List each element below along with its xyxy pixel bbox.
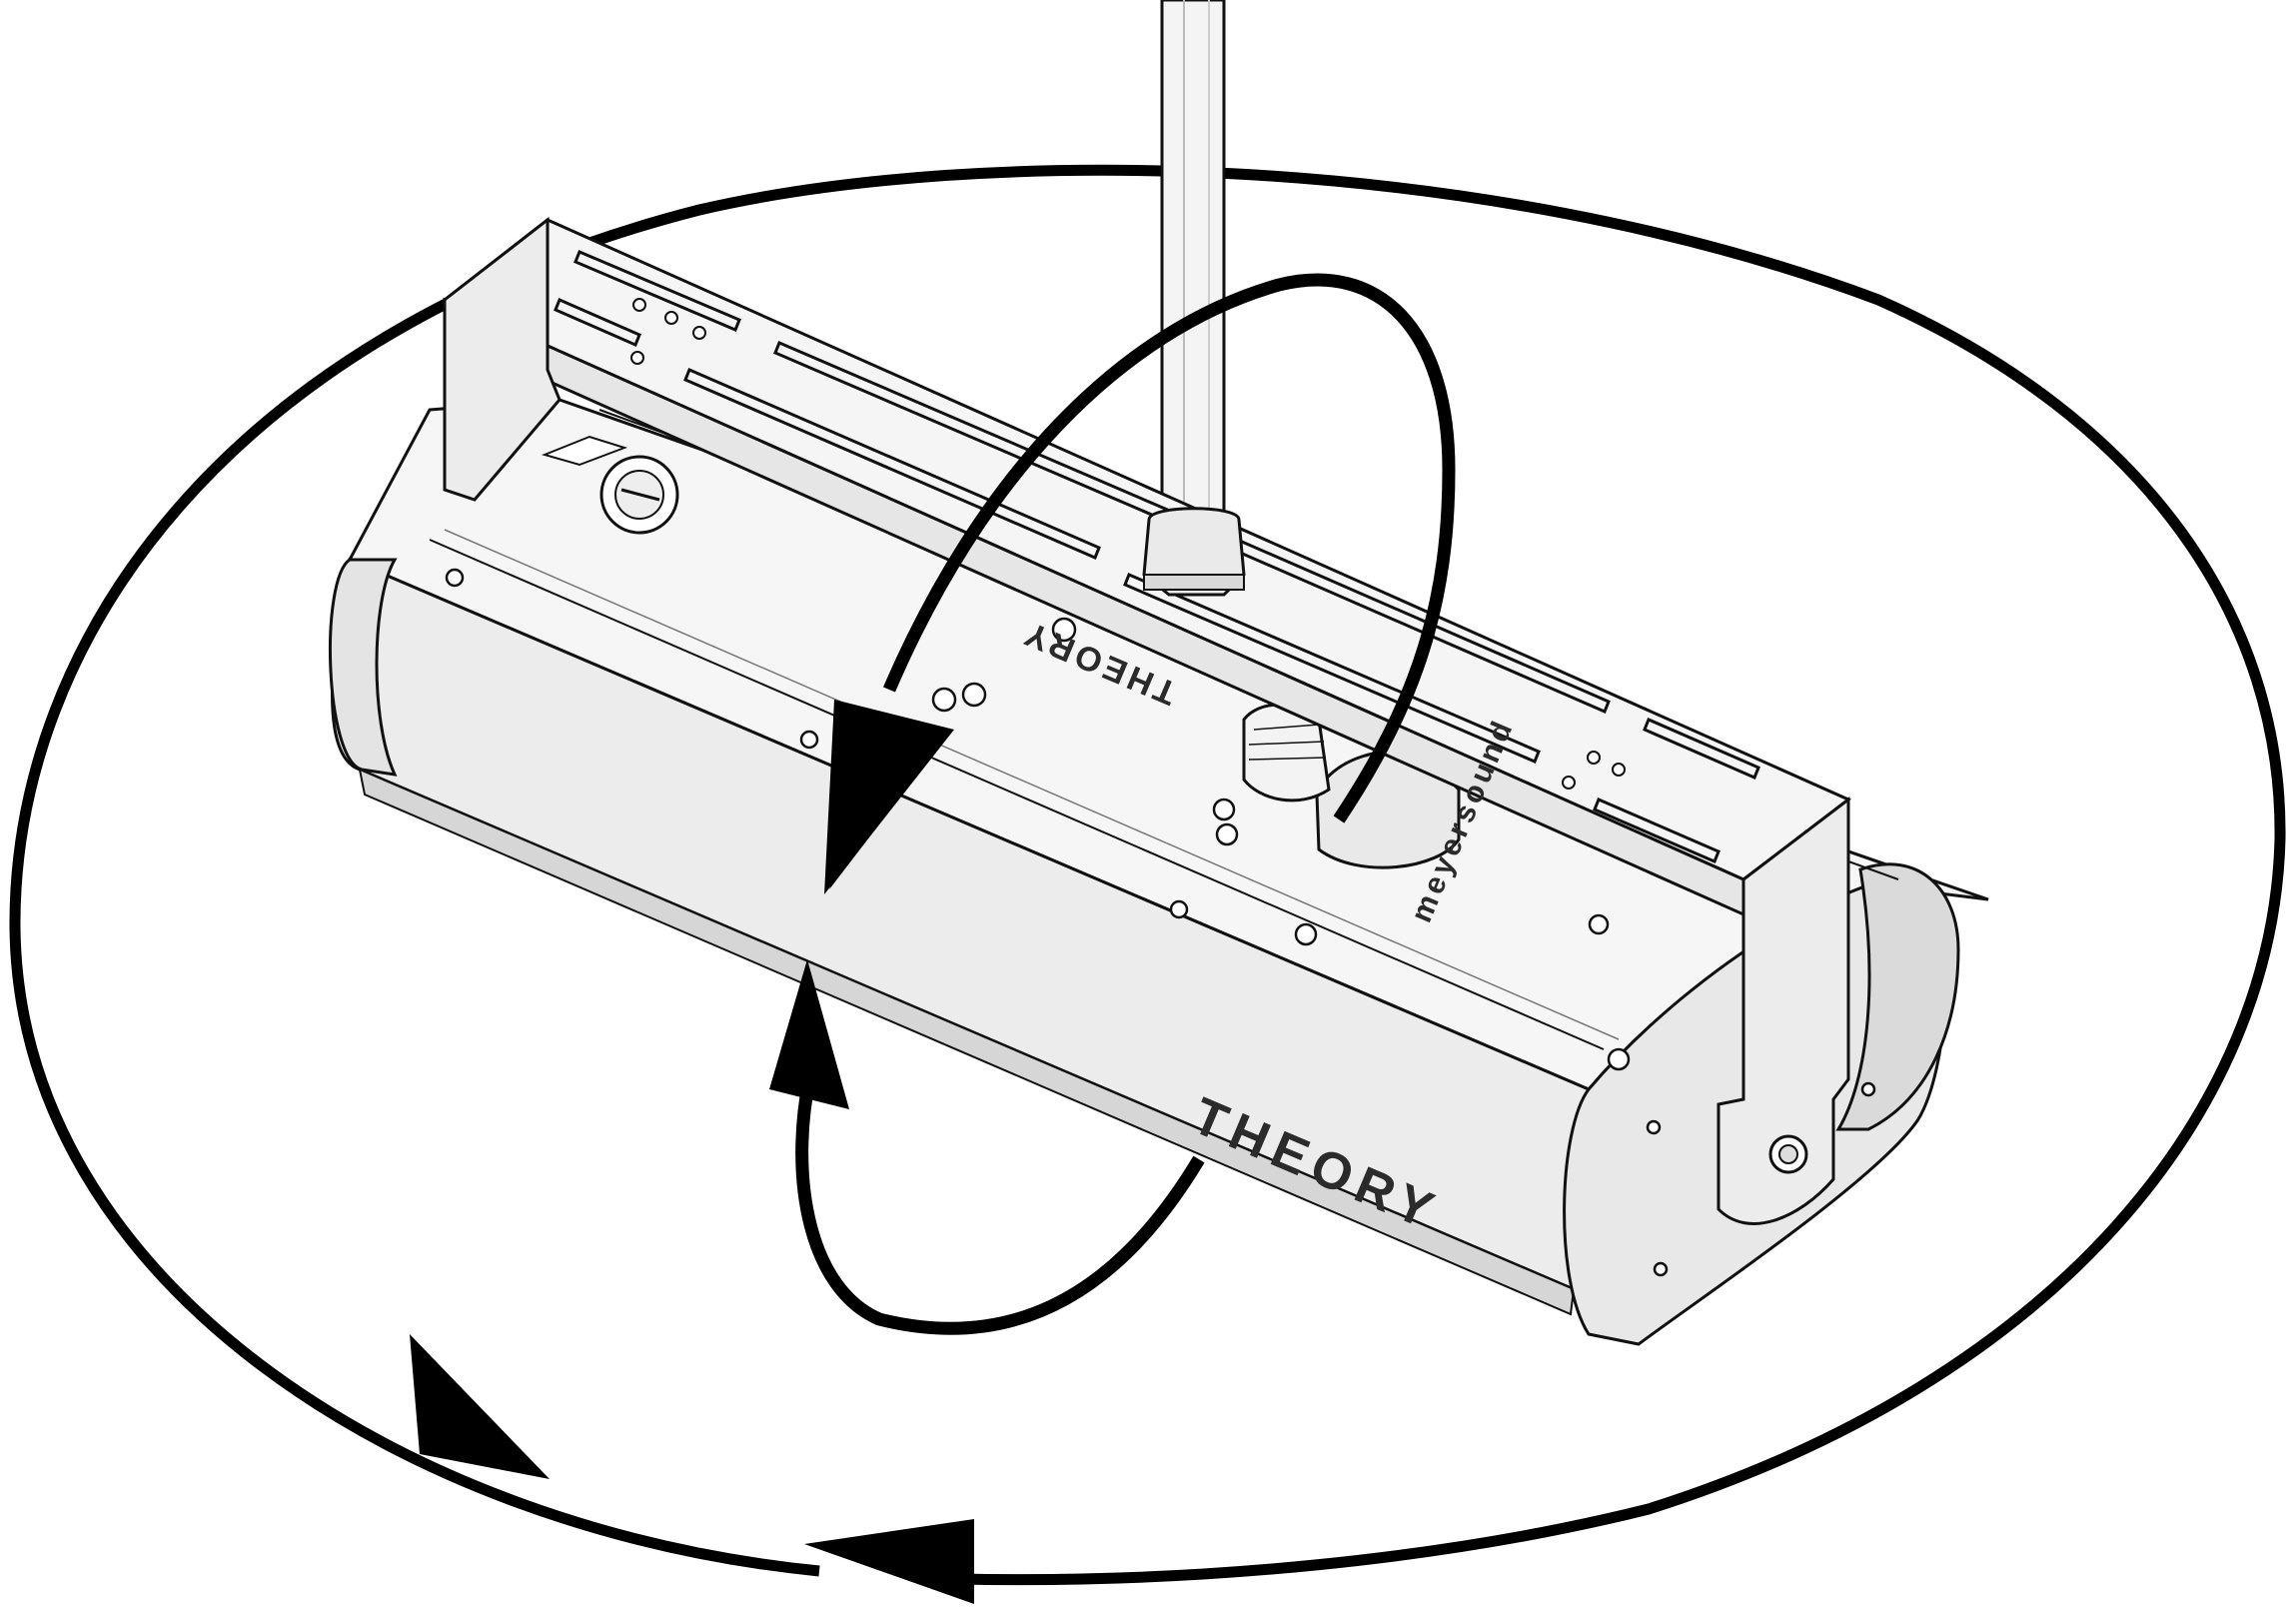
tilt-arrow-head-up [769, 959, 849, 1109]
power-connector [1201, 617, 1461, 869]
horizontal-rotation-ring-back [9, 164, 2286, 1586]
tilt-arrow-head-down-main [824, 700, 954, 894]
rotary-selector [599, 455, 679, 535]
mounting-pole [1160, 0, 1226, 522]
pole-clamp [1142, 507, 1246, 597]
locking-pin [1768, 1134, 1808, 1174]
pan-arrow-head-left [410, 1334, 550, 1479]
pan-arrow-head-right [804, 1519, 974, 1604]
tilt-rotation-loop [795, 273, 1456, 1335]
